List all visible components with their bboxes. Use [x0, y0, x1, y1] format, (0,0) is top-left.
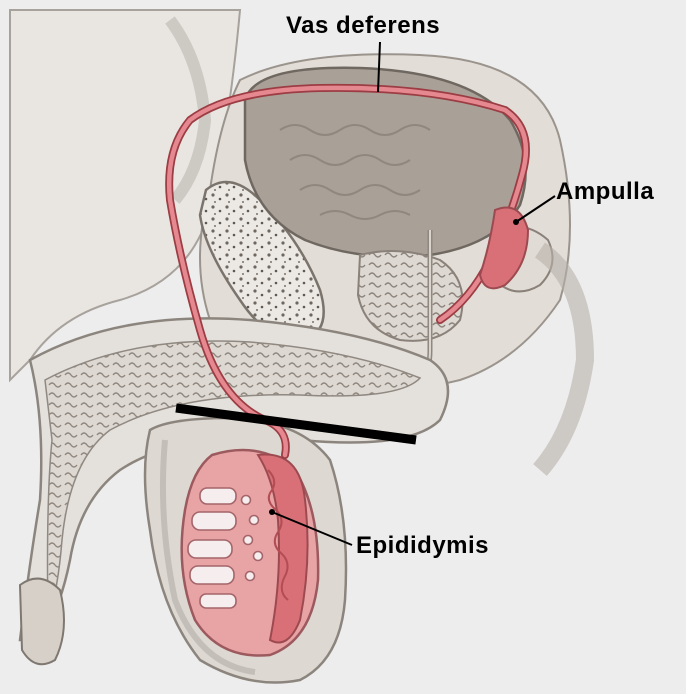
epididymis-label: Epididymis [356, 532, 489, 560]
ampulla-label: Ampulla [556, 178, 654, 206]
glans [20, 579, 64, 665]
vas-deferens-label: Vas deferens [286, 12, 440, 40]
